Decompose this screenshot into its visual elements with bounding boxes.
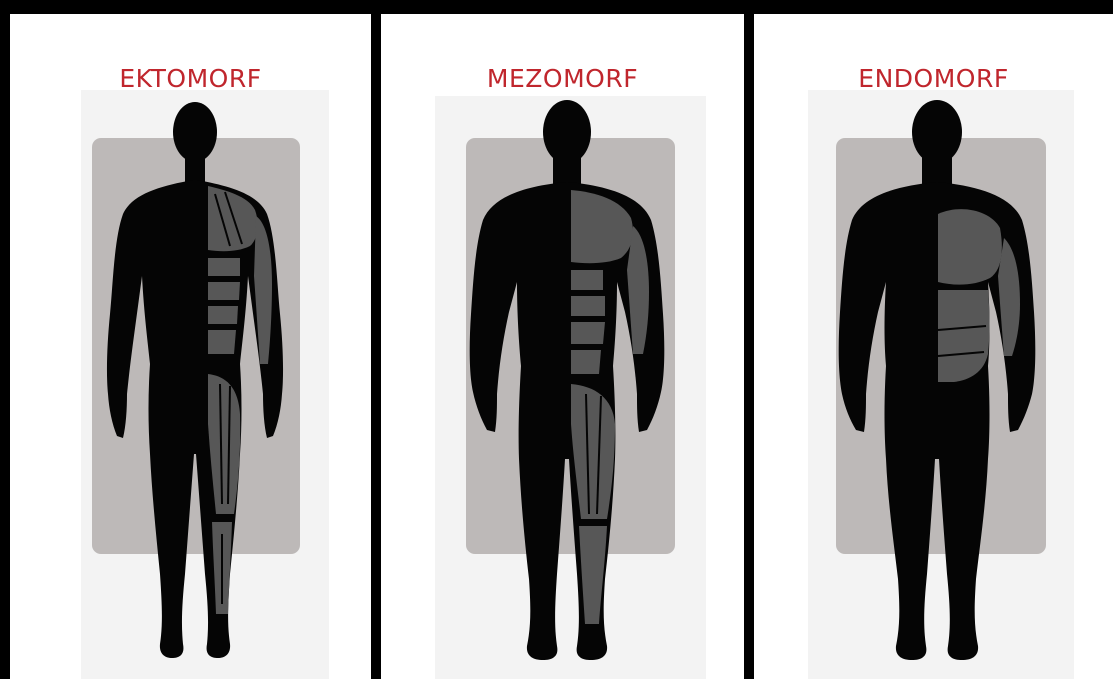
- endomorf-body-illustration: [754, 14, 1113, 679]
- mezomorf-body-illustration: [381, 14, 744, 679]
- panel-endomorf: ENDOMORF: [754, 14, 1113, 679]
- ektomorf-body-illustration: [10, 14, 371, 679]
- panel-ektomorf: EKTOMORF: [10, 14, 371, 679]
- panel-mezomorf: MEZOMORF: [381, 14, 744, 679]
